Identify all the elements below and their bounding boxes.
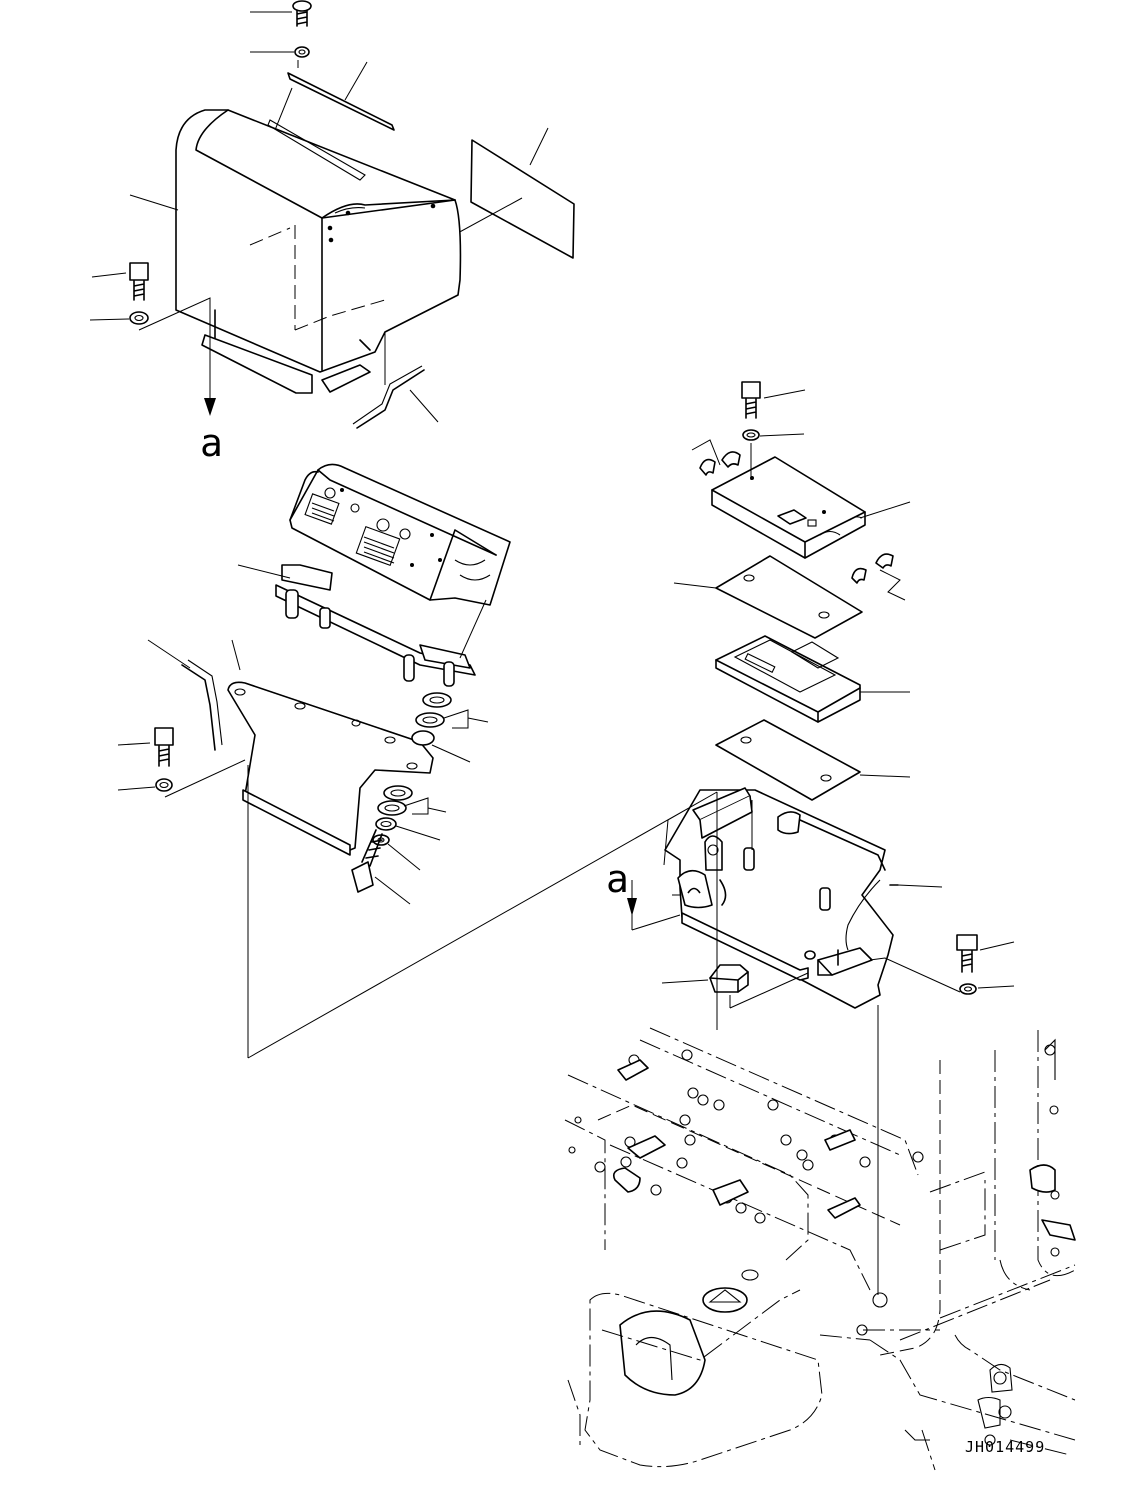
pad (661, 964, 809, 1009)
frame-holes (568, 1044, 1060, 1446)
harness-bent-top (352, 332, 439, 429)
gasket-strip-top (274, 60, 395, 131)
washer-side (89, 297, 211, 331)
case-assembly: a (606, 381, 1015, 1295)
cover (129, 109, 462, 394)
washer-left-mid (117, 759, 246, 798)
base-plate (664, 787, 943, 1009)
mounting-bracket-upper (237, 564, 487, 687)
mounting-bracket-lower (227, 639, 434, 856)
gasket-plate-2 (715, 719, 911, 801)
bolt-side (91, 262, 149, 301)
view-arrow-a-right: a (606, 857, 681, 931)
bolt-lower-center (351, 829, 411, 905)
view-label-a-right: a (606, 857, 629, 901)
controller-unit (289, 463, 511, 606)
case-cover (711, 456, 911, 559)
frame-pocket (619, 1310, 706, 1396)
clips-lower (851, 553, 906, 601)
controller-assembly (117, 463, 511, 905)
drawing-id: JH014499 (965, 1438, 1045, 1456)
bolt-top (250, 0, 312, 27)
washer-right-lower (869, 957, 1015, 995)
leader-bracket (247, 765, 718, 1059)
view-label-a-top: a (200, 421, 223, 465)
cover-assembly: a (89, 0, 575, 465)
bolt-left-mid (117, 727, 174, 767)
harness-bent-left (147, 639, 223, 751)
bolt-right-lower (956, 934, 1015, 973)
machine-frame (564, 1027, 1076, 1471)
case-frame (715, 635, 910, 723)
view-arrow-a-top: a (200, 330, 223, 465)
clips-upper (691, 439, 741, 476)
gasket-plate-1 (673, 555, 863, 639)
rubber-mounts (372, 692, 489, 871)
bolt-right-top (741, 381, 806, 419)
washer-right-top (742, 429, 805, 441)
washer-top (250, 46, 310, 58)
label-plate (444, 127, 575, 259)
